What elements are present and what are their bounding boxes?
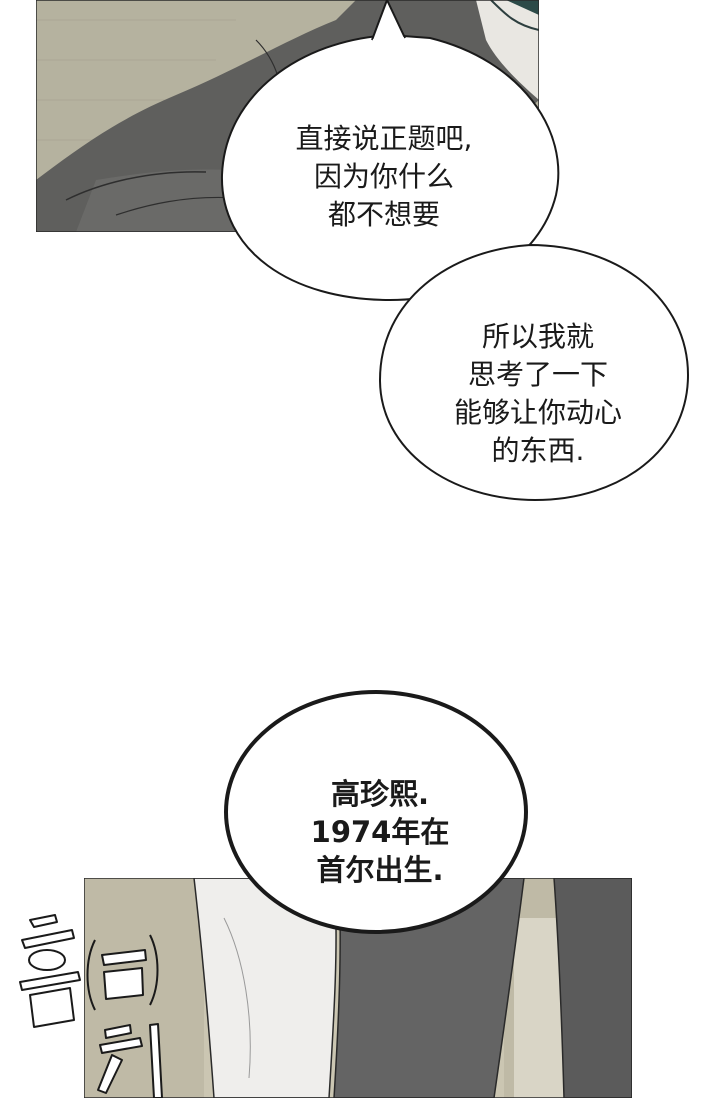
bubble-line: 直接说正题吧, [295,122,473,155]
bubble-line: 首尔出生. [316,853,444,887]
sound-effect-lettering [19,914,163,1098]
bubble-first-text: 直接说正题吧, 因为你什么 都不想要 [250,120,518,234]
bubble-line: 1974年在 [310,815,450,849]
bubble-line: 都不想要 [327,198,440,231]
bubble-line: 思考了一下 [467,358,608,391]
bubble-line: 能够让你动心 [453,396,622,429]
bottom-panel [84,878,632,1098]
bubble-second-outline [378,243,690,502]
bubble-first-outline [220,33,560,302]
bubble-second-text: 所以我就 思考了一下 能够让你动心 的东西. [410,318,666,470]
bubble-third-text: 高珍熙. 1974年在 首尔出生. [255,775,505,889]
speech-bubbles-top [220,0,690,502]
bubble-line: 因为你什么 [313,160,454,193]
bubble-line: 的东西. [491,434,585,467]
bubble-line: 所以我就 [481,320,594,353]
bubble-line: 高珍熙. [330,777,430,811]
bottom-panel-art [84,878,632,1098]
